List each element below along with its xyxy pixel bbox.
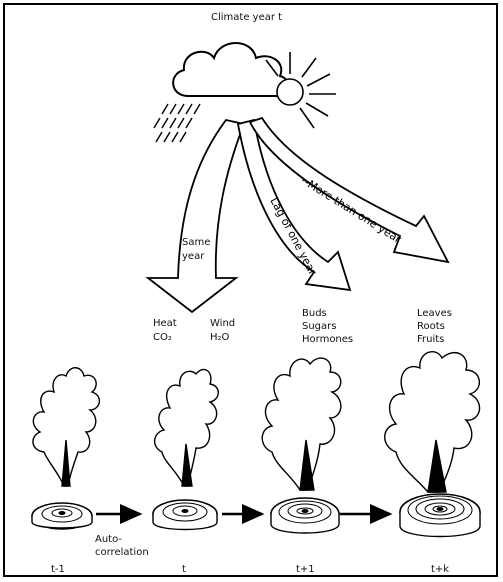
more-than-one-year-arrow (248, 116, 450, 264)
sun-icon (265, 52, 336, 129)
more-than-one-year-label: --More than one year (298, 174, 403, 247)
cloud-icon (172, 42, 290, 98)
rain-icon (153, 103, 201, 143)
factor-co2: CO₂ (153, 332, 172, 343)
ring-disc-t-plus-k (399, 493, 481, 538)
ring-disc-t-minus-1 (31, 502, 93, 530)
time-label-t-plus-k: t+k (431, 564, 450, 575)
time-label-t-minus-1: t-1 (51, 564, 65, 575)
same-year-label-line2: year (182, 251, 205, 262)
factor-heat: Heat (153, 318, 177, 329)
tree-t-minus-1 (32, 367, 100, 487)
same-year-label-line1: Same (182, 237, 211, 248)
lag-one-year-arrow (236, 118, 352, 292)
tree-t (154, 368, 219, 487)
autocorrelation-label-line1: Auto- (95, 534, 123, 545)
time-label-t-plus-1: t+1 (296, 564, 315, 575)
factor-buds: Buds (302, 308, 327, 319)
factor-h2o: H₂O (210, 332, 230, 343)
factor-hormones: Hormones (302, 334, 354, 345)
tree-t-plus-1 (261, 357, 342, 491)
same-year-arrow (145, 118, 246, 314)
figure-frame (3, 3, 498, 577)
autocorrelation-label-line2: correlation (95, 547, 149, 558)
tree-t-plus-k (384, 350, 481, 493)
factor-leaves: Leaves (417, 308, 452, 319)
factor-roots: Roots (417, 321, 445, 332)
climate-title: Climate year t (211, 12, 283, 23)
time-label-t: t (182, 564, 186, 575)
ring-disc-t-plus-1 (270, 497, 340, 534)
lag-one-year-label: Lag of one year (267, 195, 319, 277)
factor-fruits: Fruits (417, 334, 445, 345)
factor-wind: Wind (210, 318, 236, 329)
ring-disc-t (152, 499, 218, 531)
factor-sugars: Sugars (302, 321, 337, 332)
